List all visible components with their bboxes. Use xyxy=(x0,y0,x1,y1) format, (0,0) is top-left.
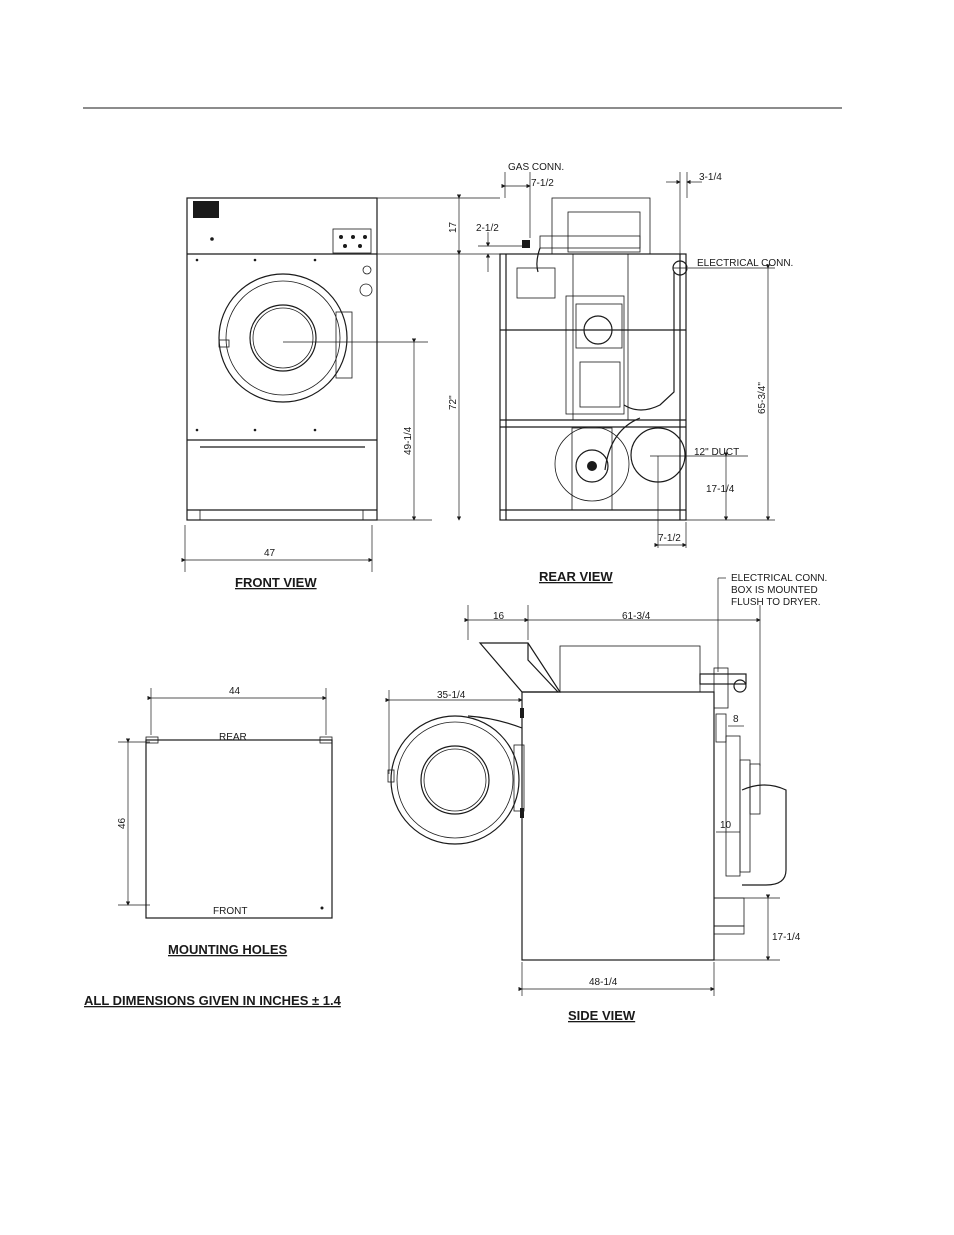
mount-front-label: FRONT xyxy=(213,906,247,917)
dim-side-hood: 16 xyxy=(493,611,505,622)
elec-box-note-line1: ELECTRICAL CONN. xyxy=(731,573,827,584)
duct-label: 12" DUCT xyxy=(694,447,739,458)
electrical-conn-label: ELECTRICAL CONN. xyxy=(697,258,793,269)
dim-gas-height: 2-1/2 xyxy=(476,223,499,234)
dim-side-duct-height: 17-1/4 xyxy=(772,932,801,943)
dim-top-panel: 17 xyxy=(448,221,459,233)
dim-side-door: 35-1/4 xyxy=(437,690,466,701)
front-view xyxy=(181,194,500,572)
dim-front-width: 47 xyxy=(264,548,276,559)
rear-view-title: REAR VIEW xyxy=(539,569,613,584)
side-view-title: SIDE VIEW xyxy=(568,1008,636,1023)
dim-side-10: 10 xyxy=(720,820,732,831)
dimensions-note: ALL DIMENSIONS GIVEN IN INCHES ± 1.4 xyxy=(84,993,342,1008)
side-view xyxy=(385,577,787,996)
mount-rear-label: REAR xyxy=(219,732,247,743)
dim-elec-offset: 3-1/4 xyxy=(699,172,722,183)
dim-side-base: 48-1/4 xyxy=(589,977,618,988)
dim-duct-offset: 7-1/2 xyxy=(658,533,681,544)
rear-view xyxy=(478,172,775,548)
dim-elec-height: 65-3/4" xyxy=(757,382,768,414)
elec-box-note-line3: FLUSH TO DRYER. xyxy=(731,597,820,608)
gas-conn-label: GAS CONN. xyxy=(508,162,564,173)
dim-gas-offset: 7-1/2 xyxy=(531,178,554,189)
mounting-holes-view xyxy=(118,688,333,919)
dim-front-door-height: 49-1/4 xyxy=(403,426,414,455)
dim-mount-depth: 46 xyxy=(117,817,128,829)
dim-side-8: 8 xyxy=(733,714,739,725)
dim-duct-height: 17-1/4 xyxy=(706,484,735,495)
front-view-title: FRONT VIEW xyxy=(235,575,317,590)
dim-mount-width: 44 xyxy=(229,686,241,697)
mounting-holes-title: MOUNTING HOLES xyxy=(168,942,287,957)
dim-side-top: 61-3/4 xyxy=(622,611,651,622)
dim-total-height: 72" xyxy=(448,395,459,410)
elec-box-note-line2: BOX IS MOUNTED xyxy=(731,585,818,596)
